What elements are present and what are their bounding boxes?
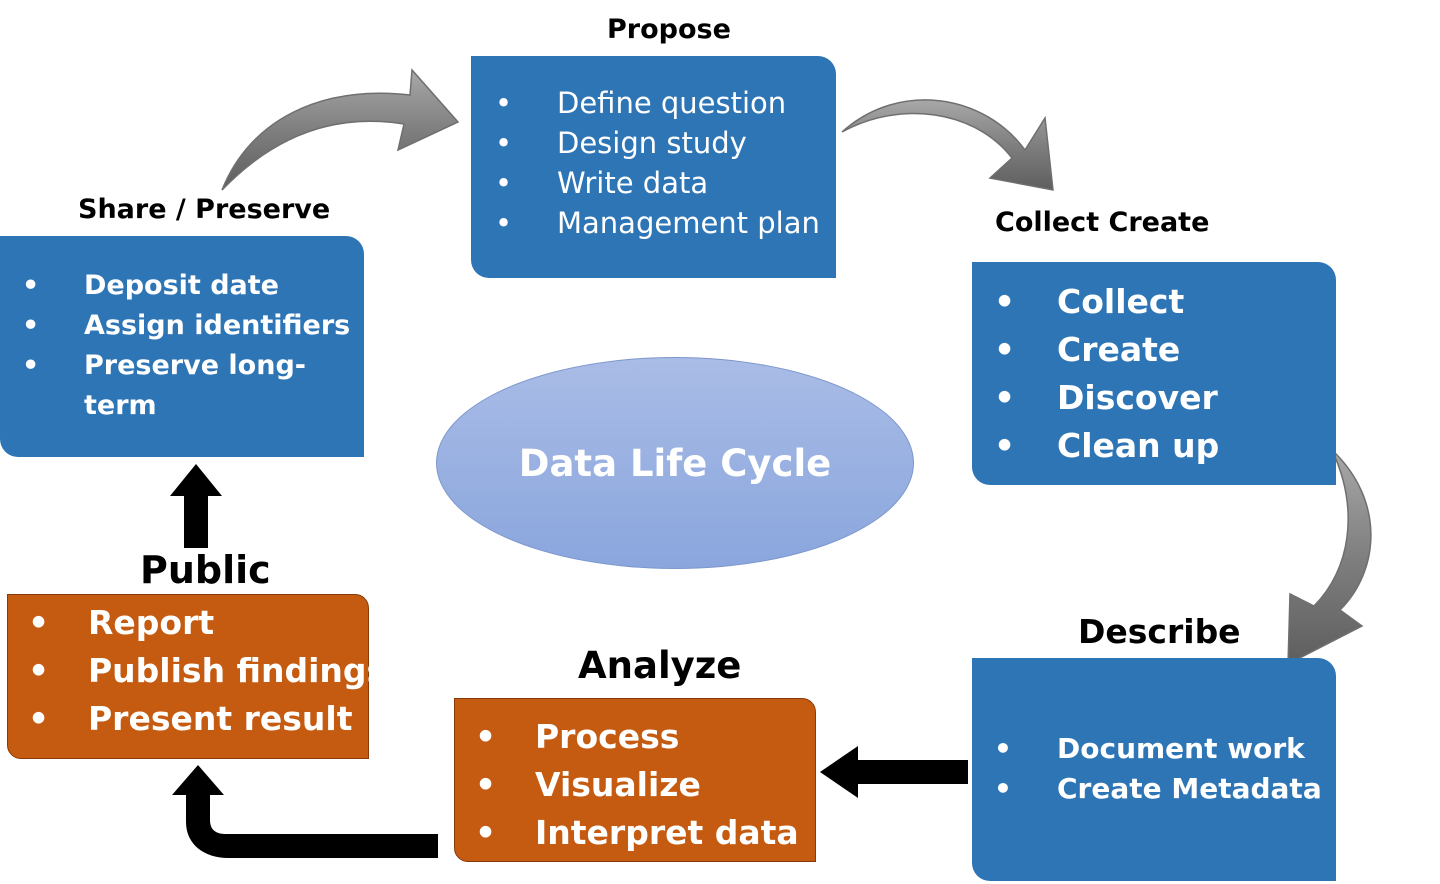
curved-arrow-propose-to-collect (841, 99, 1054, 191)
public-title: Public (140, 548, 271, 592)
item-label: Create (1057, 330, 1181, 369)
analyze-title: Analyze (578, 644, 742, 687)
list-item: • Deposit date (0, 270, 364, 310)
item-label: Interpret data (535, 813, 799, 852)
share-list: • Deposit date • Assign identifiers • Prese… (0, 270, 364, 430)
bullet-icon: • (495, 86, 513, 120)
arrow-analyze-to-public (172, 765, 438, 858)
bullet-icon: • (475, 717, 497, 756)
list-item: • Present result (8, 699, 368, 747)
center-label: Data Life Cycle (518, 441, 832, 485)
share-box: • Deposit date • Assign identifiers • Prese… (0, 236, 364, 457)
item-label: Deposit date (84, 270, 279, 301)
describe-title: Describe (1078, 612, 1241, 651)
list-item: • Document work (972, 732, 1336, 772)
list-item: • Create Metadata (972, 772, 1336, 812)
describe-box: • Document work • Create Metadata (972, 658, 1336, 881)
bullet-icon: • (475, 813, 497, 852)
bullet-icon: • (994, 732, 1012, 765)
item-label: Present result (88, 699, 353, 738)
describe-list: • Document work • Create Metadata (972, 732, 1336, 812)
list-item: • Design study (471, 126, 836, 166)
list-item: • Define question (471, 86, 836, 126)
analyze-list: • Process • Visualize • Interpret data (455, 717, 815, 861)
list-item: term (0, 390, 364, 430)
item-label: Management plan (557, 206, 820, 240)
list-item: • Assign identifiers (0, 310, 364, 350)
item-label: Visualize (535, 765, 701, 804)
item-label: Design study (557, 126, 747, 160)
item-label: Clean up (1057, 426, 1220, 465)
analyze-box: • Process • Visualize • Interpret data (454, 698, 816, 862)
item-label: Collect (1057, 282, 1185, 321)
collect-list: • Collect • Create • Discover • Clean up (972, 282, 1336, 474)
item-label: Document work (1057, 732, 1305, 765)
bullet-icon: • (22, 310, 40, 341)
bullet-icon: • (994, 772, 1012, 805)
center-ellipse: Data Life Cycle (436, 357, 914, 569)
bullet-icon: • (22, 270, 40, 301)
bullet-icon: • (994, 282, 1016, 321)
list-item: • Report (8, 603, 368, 651)
list-item: • Interpret data (455, 813, 815, 861)
item-label: term (84, 390, 157, 421)
list-item: • Create (972, 330, 1336, 378)
list-item: • Clean up (972, 426, 1336, 474)
bullet-icon: • (495, 166, 513, 200)
list-item: • Process (455, 717, 815, 765)
curved-arrow-share-to-propose (221, 68, 460, 191)
bullet-icon: • (22, 350, 40, 381)
collect-title: Collect Create (995, 207, 1210, 238)
bullet-icon: • (994, 378, 1016, 417)
collect-box: • Collect • Create • Discover • Clean up (972, 262, 1336, 485)
list-item: • Collect (972, 282, 1336, 330)
bullet-icon: • (495, 126, 513, 160)
list-item: • Management plan (471, 206, 836, 246)
list-item: • Visualize (455, 765, 815, 813)
curved-arrow-collect-to-describe (1287, 449, 1372, 666)
propose-list: • Define question • Design study • Write da… (471, 86, 836, 246)
propose-title: Propose (607, 14, 731, 45)
item-label: Publish findings (88, 651, 387, 690)
bullet-icon: • (475, 765, 497, 804)
bullet-icon: • (28, 651, 50, 690)
public-list: • Report • Publish findings • Present resul… (8, 603, 386, 747)
bullet-icon: • (495, 206, 513, 240)
arrow-public-to-share (170, 464, 222, 548)
item-label: Discover (1057, 378, 1218, 417)
list-item: • Write data (471, 166, 836, 206)
list-item: • Preserve long- (0, 350, 364, 390)
list-item: • Discover (972, 378, 1336, 426)
list-item: • Publish findings (8, 651, 386, 699)
item-label: Report (88, 603, 215, 642)
item-label: Assign identifiers (84, 310, 351, 341)
bullet-icon: • (994, 330, 1016, 369)
share-title: Share / Preserve (78, 194, 331, 225)
item-label: Write data (557, 166, 709, 200)
item-label: Preserve long- (84, 350, 306, 381)
item-label: Process (535, 717, 680, 756)
bullet-icon: • (994, 426, 1016, 465)
bullet-icon: • (28, 699, 50, 738)
arrow-describe-to-analyze (820, 746, 968, 798)
propose-box: • Define question • Design study • Write da… (471, 56, 836, 278)
item-label: Create Metadata (1057, 772, 1322, 805)
public-box: • Report • Publish findings • Present resul… (7, 594, 386, 759)
bullet-icon: • (28, 603, 50, 642)
item-label: Define question (557, 86, 787, 120)
